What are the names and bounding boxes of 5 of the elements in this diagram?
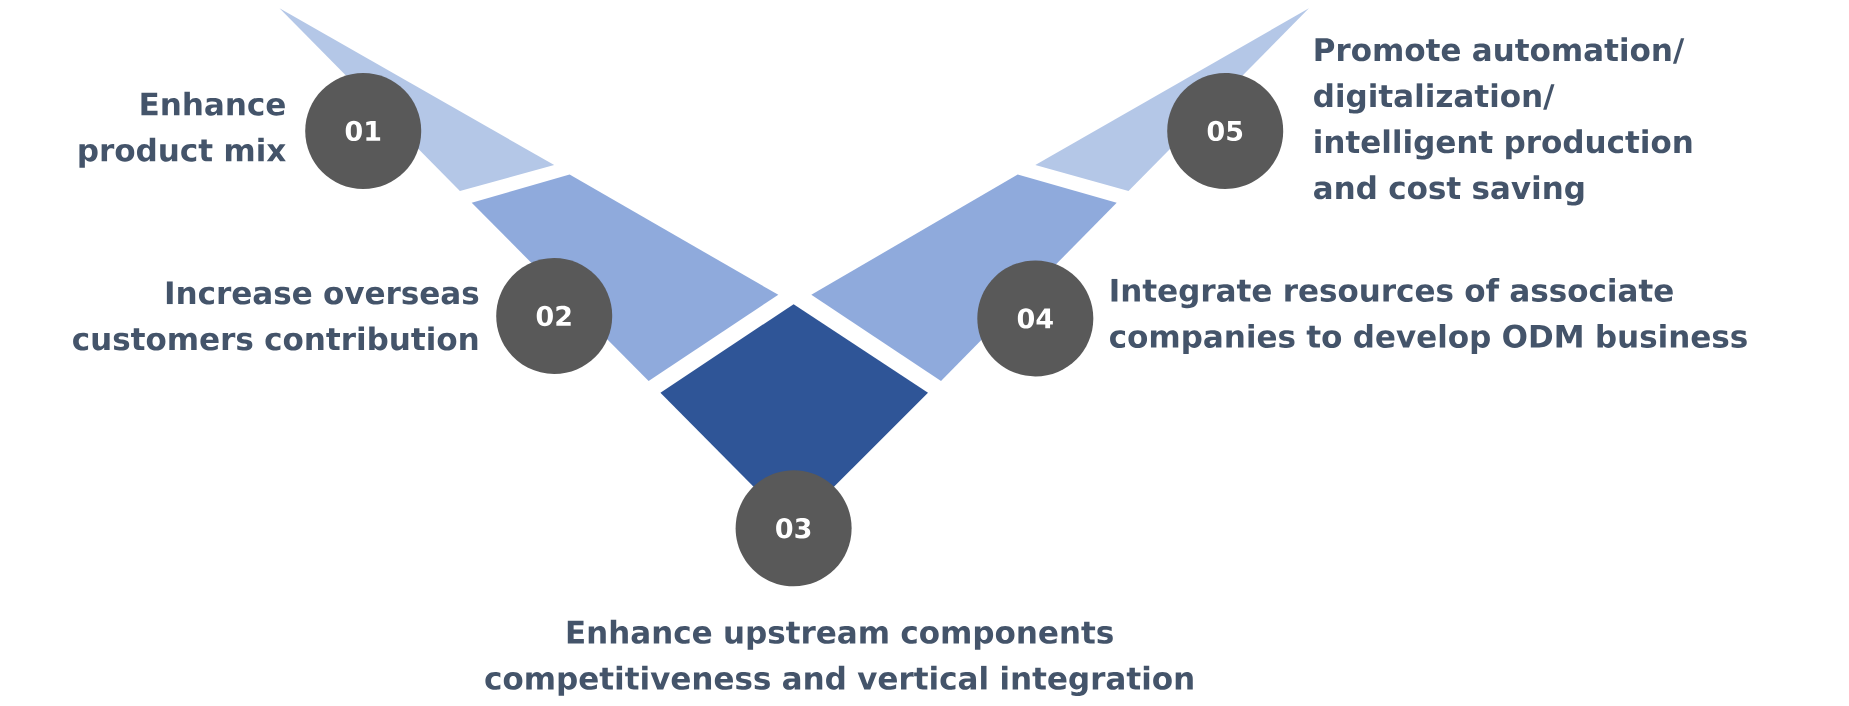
description-text: Promote automation/ digitalization/ intelligent production and cost saving	[1314, 37, 1692, 206]
description-text: Enhance product mix	[79, 91, 286, 168]
description-text: Integrate resources of associate companies to develop ODM business	[1110, 278, 1747, 354]
description-text: Increase overseas customers contribution	[73, 281, 479, 351]
description-text: Enhance upstream components competitiveness and vertical integration	[485, 619, 1193, 697]
